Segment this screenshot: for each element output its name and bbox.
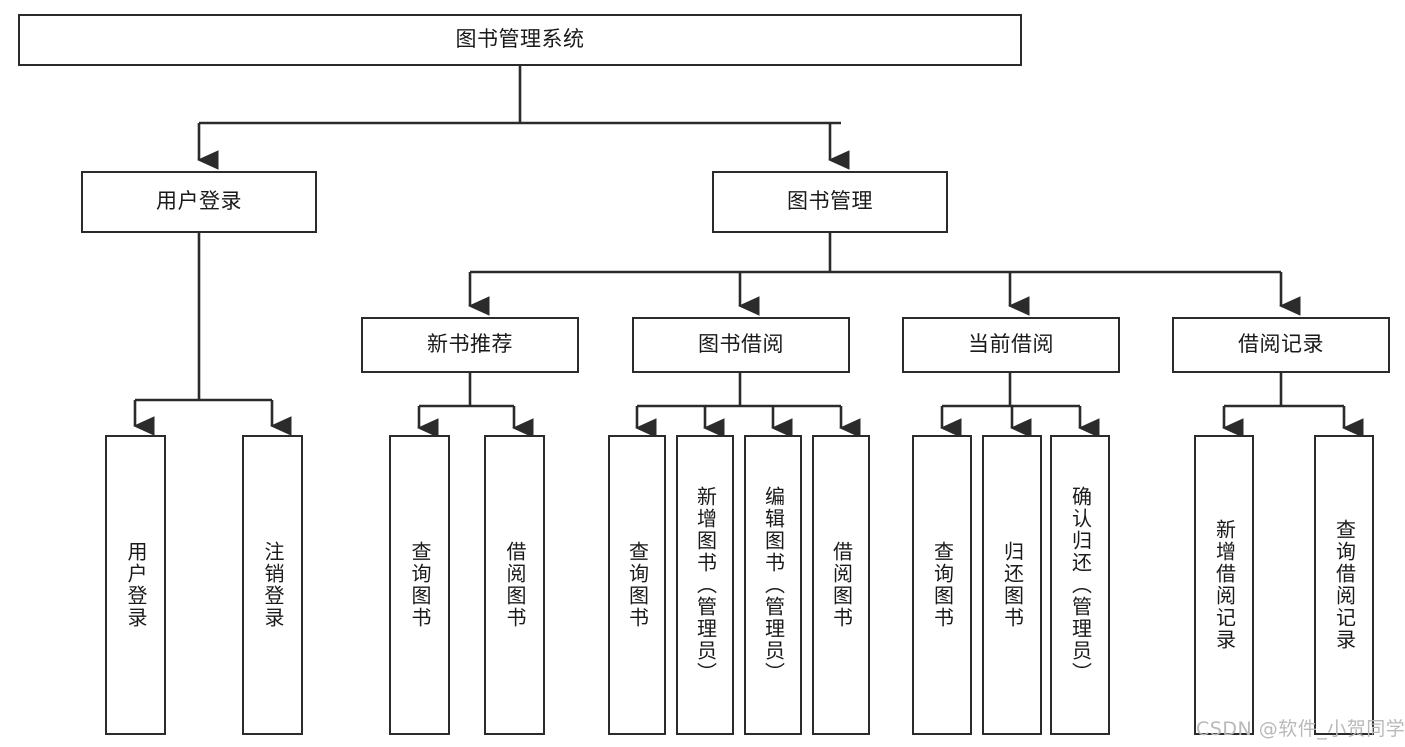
node-level3-4-label: 借阅记录: [1238, 332, 1324, 357]
node-level3-3-label: 当前借阅: [968, 332, 1054, 357]
node-leaf-12-label: 新增借阅记录: [1212, 519, 1237, 651]
node-level3-1[interactable]: 新书推荐: [361, 317, 579, 373]
node-leaf-1-label: 用户登录: [124, 541, 148, 629]
node-leaf-1[interactable]: 用户登录: [105, 435, 166, 735]
node-level3-3[interactable]: 当前借阅: [902, 317, 1120, 373]
node-level2-1[interactable]: 用户登录: [81, 171, 317, 233]
node-leaf-12[interactable]: 新增借阅记录: [1194, 435, 1254, 735]
node-leaf-11[interactable]: 确认归还（管理员）: [1050, 435, 1110, 735]
csdn-watermark: CSDN @软件_小贺同学: [1196, 718, 1405, 740]
node-leaf-10[interactable]: 归还图书: [982, 435, 1042, 735]
node-leaf-10-label: 归还图书: [1000, 541, 1025, 629]
node-level3-2[interactable]: 图书借阅: [632, 317, 850, 373]
node-leaf-4-label: 借阅图书: [503, 541, 527, 629]
node-leaf-8-label: 借阅图书: [829, 541, 854, 629]
node-leaf-7[interactable]: 编辑图书（管理员）: [744, 435, 802, 735]
node-leaf-6-label: 新增图书（管理员）: [693, 486, 718, 684]
node-leaf-6[interactable]: 新增图书（管理员）: [676, 435, 734, 735]
node-leaf-5[interactable]: 查询图书: [608, 435, 666, 735]
node-leaf-13[interactable]: 查询借阅记录: [1314, 435, 1374, 735]
node-level2-2-label: 图书管理: [787, 189, 873, 214]
node-level2-1-label: 用户登录: [156, 189, 242, 214]
node-level2-2[interactable]: 图书管理: [712, 171, 948, 233]
node-level3-2-label: 图书借阅: [698, 332, 784, 357]
node-leaf-7-label: 编辑图书（管理员）: [761, 486, 786, 684]
node-leaf-9[interactable]: 查询图书: [912, 435, 972, 735]
node-root[interactable]: 图书管理系统: [18, 14, 1022, 66]
node-level3-4[interactable]: 借阅记录: [1172, 317, 1390, 373]
node-leaf-8[interactable]: 借阅图书: [812, 435, 870, 735]
node-leaf-2-label: 注销登录: [261, 541, 285, 629]
node-leaf-3[interactable]: 查询图书: [389, 435, 450, 735]
node-level3-1-label: 新书推荐: [427, 332, 513, 357]
node-leaf-9-label: 查询图书: [930, 541, 955, 629]
node-leaf-3-label: 查询图书: [408, 541, 432, 629]
node-leaf-13-label: 查询借阅记录: [1332, 519, 1357, 651]
node-leaf-11-label: 确认归还（管理员）: [1068, 486, 1093, 684]
node-leaf-2[interactable]: 注销登录: [242, 435, 303, 735]
node-root-label: 图书管理系统: [455, 27, 585, 52]
node-leaf-5-label: 查询图书: [625, 541, 650, 629]
node-leaf-4[interactable]: 借阅图书: [484, 435, 545, 735]
